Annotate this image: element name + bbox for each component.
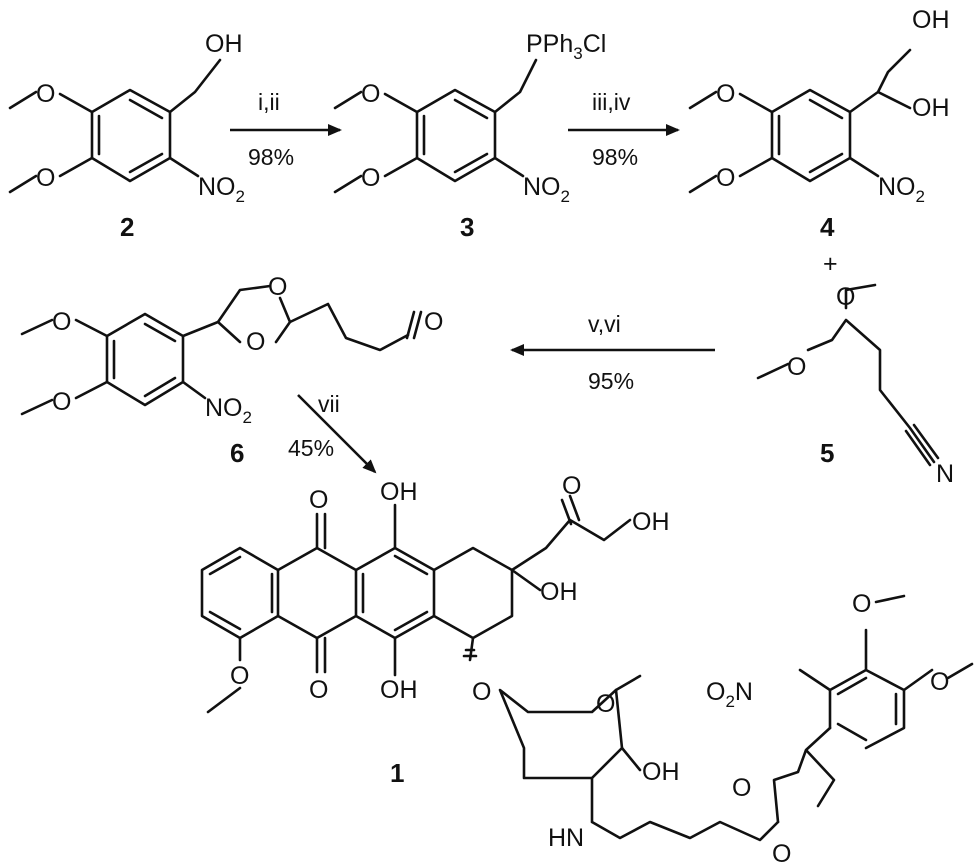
atom-o: O <box>36 164 55 192</box>
step-1-yield: 98% <box>248 144 294 170</box>
atom-o: O <box>230 662 249 690</box>
compound-2: O O OH NO2 <box>8 30 245 206</box>
atom-oh: OH <box>380 676 418 704</box>
atom-oh: OH <box>540 578 578 606</box>
step-3-conditions: v,vi <box>588 311 621 337</box>
step-1-conditions: i,ii <box>258 89 280 115</box>
compound-label-2: 2 <box>120 212 134 242</box>
atom-o: O <box>562 472 581 500</box>
compound-label-4: 4 <box>820 212 835 242</box>
step-2-conditions: iii,iv <box>592 89 631 115</box>
atom-o: O <box>36 80 55 108</box>
atom-n: N <box>936 460 954 488</box>
atom-o: O <box>361 80 380 108</box>
atom-o: O <box>309 676 328 704</box>
atom-o: O <box>52 388 71 416</box>
atom-oh: OH <box>912 94 950 122</box>
atom-o: O <box>930 668 949 696</box>
step-4-conditions: vii <box>318 391 340 417</box>
atom-o: O <box>268 273 287 301</box>
compound-5: O O N <box>756 283 954 488</box>
compound-label-5: 5 <box>820 438 834 468</box>
compound-label-1: 1 <box>390 758 404 788</box>
atom-no2: NO2 <box>523 173 570 206</box>
atom-o: O <box>246 328 265 356</box>
plus-sign: + <box>823 250 838 278</box>
compound-4: O O OH OH NO2 <box>688 6 950 206</box>
atom-pph3cl: PPh3Cl <box>526 30 606 63</box>
atom-oh: OH <box>912 6 950 34</box>
step-2-yield: 98% <box>592 144 638 170</box>
atom-o: O <box>596 690 615 718</box>
atom-o: O <box>424 308 443 336</box>
atom-o: O <box>309 486 328 514</box>
atom-o: O <box>472 678 491 706</box>
atom-no2: NO2 <box>205 394 252 427</box>
atom-o: O <box>787 353 806 381</box>
atom-o: O <box>732 774 751 802</box>
atom-o: O <box>772 840 791 868</box>
atom-oh: OH <box>642 758 680 786</box>
atom-o2n: O2N <box>706 678 753 711</box>
compound-label-6: 6 <box>230 438 244 468</box>
compound-6: O O O O O NO2 <box>20 273 443 427</box>
atom-o: O <box>716 164 735 192</box>
compound-3: O O PPh3Cl NO2 <box>333 30 606 206</box>
compound-label-3: 3 <box>460 212 474 242</box>
step-4-yield: 45% <box>288 435 334 461</box>
atom-o: O <box>852 590 871 618</box>
atom-o: O <box>716 80 735 108</box>
step-3-yield: 95% <box>588 368 634 394</box>
atom-oh: OH <box>205 30 243 58</box>
atom-o: O <box>52 308 71 336</box>
atom-o: O <box>836 283 855 311</box>
atom-oh: OH <box>380 478 418 506</box>
compound-1: O O OH OH O OH OH O O O OH HN O O O O O2… <box>200 472 974 868</box>
atom-o: O <box>361 164 380 192</box>
atom-no2: NO2 <box>878 173 925 206</box>
atom-oh: OH <box>632 508 670 536</box>
atom-hn: HN <box>548 824 584 852</box>
atom-no2: NO2 <box>198 173 245 206</box>
reaction-arrow-4 <box>297 394 377 474</box>
